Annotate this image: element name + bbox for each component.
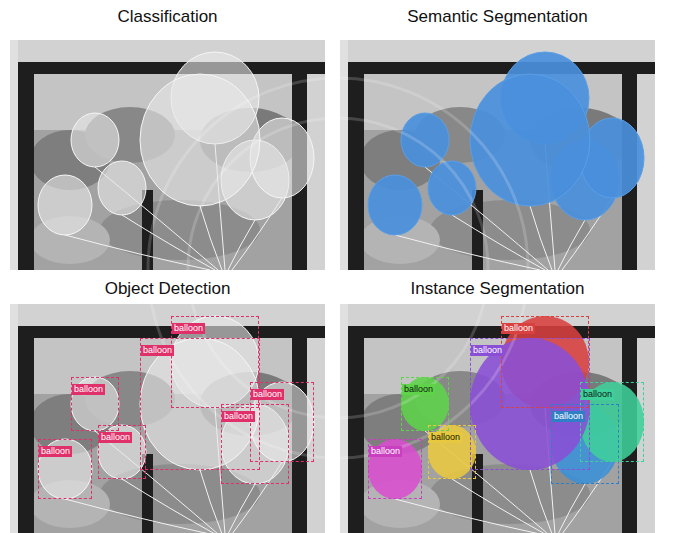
class-label: balloon [429, 432, 462, 443]
class-label: balloon [369, 446, 402, 457]
class-label: balloon [39, 446, 72, 457]
bounding-box: balloon [250, 382, 314, 462]
bounding-box: balloon [580, 382, 644, 462]
bounding-box: balloon [401, 377, 449, 431]
class-label: balloon [72, 384, 105, 395]
class-label: balloon [251, 389, 284, 400]
panel-title: Classification [10, 6, 325, 28]
bounding-box: balloon [71, 377, 119, 431]
bounding-box: balloon [38, 439, 92, 499]
bounding-box: balloon [368, 439, 422, 499]
bounding-box: balloon [171, 316, 259, 408]
class-label: balloon [402, 384, 435, 395]
class-label: balloon [141, 345, 174, 356]
class-label: balloon [502, 323, 535, 334]
bounding-box: balloon [551, 404, 619, 484]
class-label: balloon [99, 432, 132, 443]
image-panel: Classification [10, 2, 325, 270]
bounding-box: balloon [501, 316, 589, 408]
class-label: balloon [471, 345, 504, 356]
panel-title: Instance Segmentation [340, 278, 655, 300]
class-label: balloon [581, 389, 614, 400]
image-panel: Instance Segmentation balloon balloon ballo… [340, 274, 655, 533]
class-label: balloon [552, 411, 585, 422]
image-panel: Semantic Segmentation [340, 2, 655, 270]
class-label: balloon [222, 411, 255, 422]
image-panel: Object Detection balloon balloon balloon bal… [10, 274, 325, 533]
bounding-box: balloon [428, 425, 476, 479]
bounding-box: balloon [98, 425, 146, 479]
panel-title: Object Detection [10, 278, 325, 300]
bounding-box: balloon [221, 404, 289, 484]
panel-title: Semantic Segmentation [340, 6, 655, 28]
class-label: balloon [172, 323, 205, 334]
